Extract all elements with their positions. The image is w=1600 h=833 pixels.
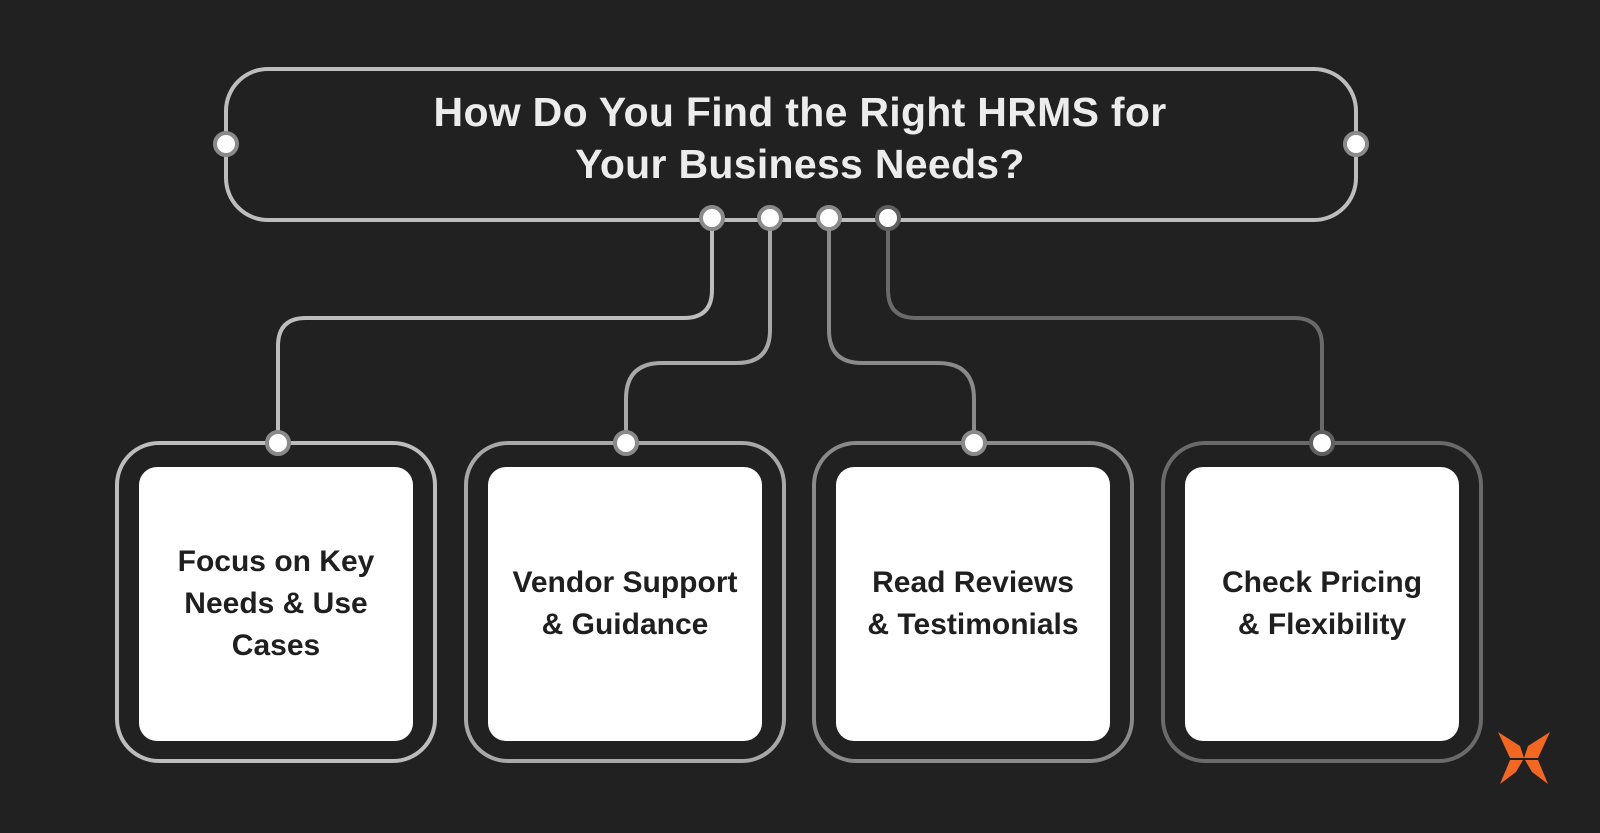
title-node-left [213,131,239,157]
card-vendor-support: Vendor Support & Guidance [488,467,762,741]
card-label-2: Vendor Support & Guidance [512,566,738,641]
card-label-4: Check Pricing & Flexibility [1221,566,1423,641]
card-node-3 [961,430,987,456]
title-bottom-node-3 [816,205,842,231]
diagram-title: How Do You Find the Right HRMS for Your … [240,86,1360,190]
connector-2 [624,218,772,443]
card-node-1 [265,430,291,456]
card-node-4 [1309,430,1335,456]
card-label-1: Focus on Key Needs & Use Cases [177,545,375,662]
connector-4 [886,218,1324,443]
title-line-1: How Do You Find the Right HRMS for [433,89,1167,135]
card-focus-key-needs: Focus on Key Needs & Use Cases [139,467,413,741]
card-read-reviews: Read Reviews & Testimonials [836,467,1110,741]
card-node-2 [613,430,639,456]
title-node-right [1343,131,1369,157]
title-bottom-node-4 [875,205,901,231]
connector-3 [827,218,976,443]
card-label-3: Read Reviews & Testimonials [867,566,1079,641]
connector-1 [276,218,714,443]
title-bottom-node-1 [699,205,725,231]
butterfly-logo-icon [1498,732,1550,784]
card-check-pricing: Check Pricing & Flexibility [1185,467,1459,741]
title-bottom-node-2 [757,205,783,231]
title-line-2: Your Business Needs? [575,141,1025,187]
